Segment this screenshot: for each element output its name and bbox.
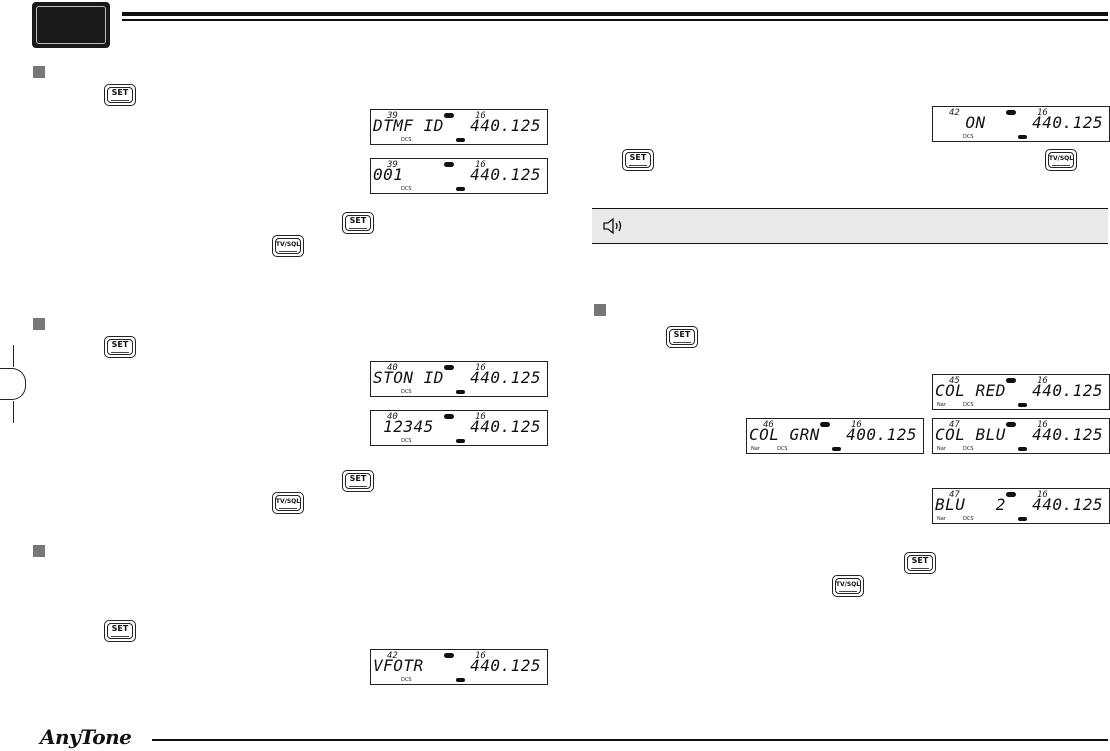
- brand-logo: AnyTone: [40, 725, 132, 749]
- tvsql-key-icon: TV/SQL: [272, 235, 304, 257]
- section-bullet-2: [33, 318, 45, 330]
- section-bullet-1: [33, 66, 45, 78]
- set-key-icon: SET: [904, 552, 936, 574]
- set-key-icon: SET: [622, 149, 654, 171]
- set-key-icon: SET: [104, 336, 136, 358]
- set-key-icon: SET: [104, 84, 136, 106]
- tvsql-key-icon: TV/SQL: [832, 575, 864, 597]
- set-key-icon: SET: [666, 326, 698, 348]
- chapter-tab: [32, 2, 110, 48]
- section-bullet-3: [33, 545, 45, 557]
- note-bar: [592, 208, 1108, 244]
- header-rule: [122, 12, 1108, 16]
- tvsql-key-icon: TV/SQL: [1045, 149, 1077, 171]
- side-tab: [0, 368, 26, 400]
- footer-rule: [152, 739, 1108, 741]
- header-rule-thin: [122, 19, 1108, 21]
- set-key-icon: SET: [342, 470, 374, 492]
- set-key-icon: SET: [342, 212, 374, 234]
- set-key-icon: SET: [104, 620, 136, 642]
- side-marker-line: [13, 401, 14, 423]
- speaker-icon: [603, 217, 622, 235]
- side-marker-line: [13, 345, 14, 367]
- section-bullet-4: [594, 304, 606, 316]
- tvsql-key-icon: TV/SQL: [272, 492, 304, 514]
